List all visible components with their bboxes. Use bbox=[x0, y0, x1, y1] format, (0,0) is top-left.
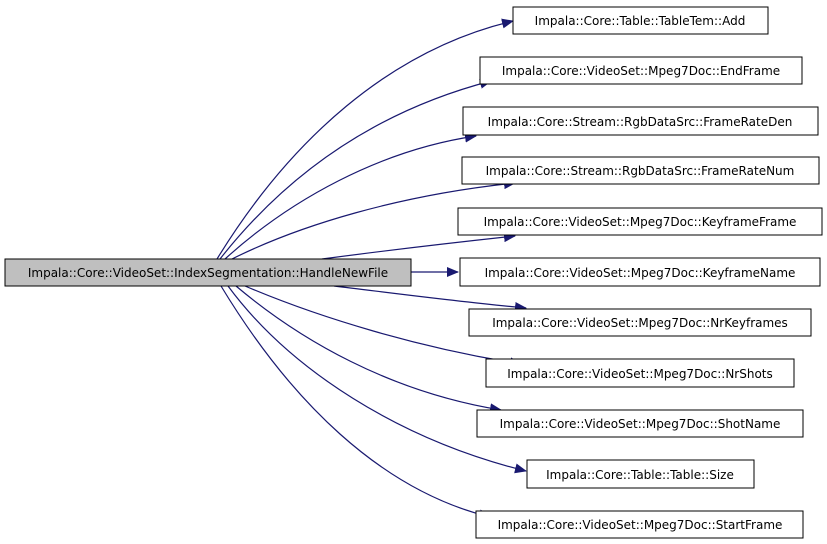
node-box bbox=[479, 56, 803, 85]
node-size[interactable]: Impala::Core::Table::Table::Size bbox=[526, 459, 755, 489]
node-frameratenum[interactable]: Impala::Core::Stream::RgbDataSrc::FrameR… bbox=[461, 156, 820, 185]
node-startframe[interactable]: Impala::Core::VideoSet::Mpeg7Doc::StartF… bbox=[475, 510, 804, 539]
node-label: Impala::Core::VideoSet::Mpeg7Doc::Keyfra… bbox=[484, 215, 797, 229]
node-box bbox=[459, 257, 821, 287]
node-label: Impala::Core::Table::Table::Size bbox=[546, 468, 734, 482]
edge-to-nrshots bbox=[244, 285, 522, 368]
node-box bbox=[526, 459, 755, 489]
node-label: Impala::Core::VideoSet::Mpeg7Doc::EndFra… bbox=[502, 64, 780, 78]
node-label: Impala::Core::VideoSet::Mpeg7Doc::Keyfra… bbox=[485, 266, 796, 280]
node-nrkeyframes[interactable]: Impala::Core::VideoSet::Mpeg7Doc::NrKeyf… bbox=[468, 308, 812, 337]
node-box bbox=[475, 510, 804, 539]
edge-to-shotname bbox=[235, 285, 502, 414]
node-source-label: Impala::Core::VideoSet::IndexSegmentatio… bbox=[28, 266, 388, 280]
node-label: Impala::Core::Stream::RgbDataSrc::FrameR… bbox=[486, 164, 795, 178]
edge-to-frameratenum bbox=[231, 179, 516, 260]
node-endframe[interactable]: Impala::Core::VideoSet::Mpeg7Doc::EndFra… bbox=[479, 56, 803, 85]
edge-to-nrkeyframes bbox=[333, 285, 527, 312]
node-shotname[interactable]: Impala::Core::VideoSet::Mpeg7Doc::ShotNa… bbox=[476, 409, 804, 438]
node-box bbox=[468, 308, 812, 337]
node-source[interactable]: Impala::Core::VideoSet::IndexSegmentatio… bbox=[4, 258, 412, 287]
node-label: Impala::Core::VideoSet::Mpeg7Doc::ShotNa… bbox=[500, 417, 781, 431]
node-label: Impala::Core::Table::TableTem::Add bbox=[535, 14, 746, 28]
node-label: Impala::Core::Stream::RgbDataSrc::FrameR… bbox=[488, 115, 793, 129]
node-label: Impala::Core::VideoSet::Mpeg7Doc::NrKeyf… bbox=[492, 316, 788, 330]
edge-to-add bbox=[216, 18, 514, 260]
node-box bbox=[457, 207, 823, 236]
node-box bbox=[461, 156, 820, 185]
node-add[interactable]: Impala::Core::Table::TableTem::Add bbox=[512, 6, 769, 35]
node-frameratedon[interactable]: Impala::Core::Stream::RgbDataSrc::FrameR… bbox=[462, 106, 819, 136]
node-keyframeframe[interactable]: Impala::Core::VideoSet::Mpeg7Doc::Keyfra… bbox=[457, 207, 823, 236]
node-source-box bbox=[4, 258, 412, 287]
edge-to-frameratedon bbox=[224, 132, 477, 260]
node-label: Impala::Core::VideoSet::Mpeg7Doc::StartF… bbox=[498, 518, 783, 532]
node-nrshots[interactable]: Impala::Core::VideoSet::Mpeg7Doc::NrShot… bbox=[485, 358, 795, 388]
edge-to-size bbox=[227, 285, 527, 474]
edge-to-endframe bbox=[219, 78, 492, 260]
node-box bbox=[512, 6, 769, 35]
edge-to-keyframeframe bbox=[321, 232, 516, 260]
edges bbox=[216, 18, 527, 520]
node-keyframename[interactable]: Impala::Core::VideoSet::Mpeg7Doc::Keyfra… bbox=[459, 257, 821, 287]
edge-to-startframe bbox=[220, 285, 491, 520]
node-label: Impala::Core::VideoSet::Mpeg7Doc::NrShot… bbox=[507, 367, 773, 381]
node-box bbox=[476, 409, 804, 438]
node-box bbox=[485, 358, 795, 388]
node-box bbox=[462, 106, 819, 136]
